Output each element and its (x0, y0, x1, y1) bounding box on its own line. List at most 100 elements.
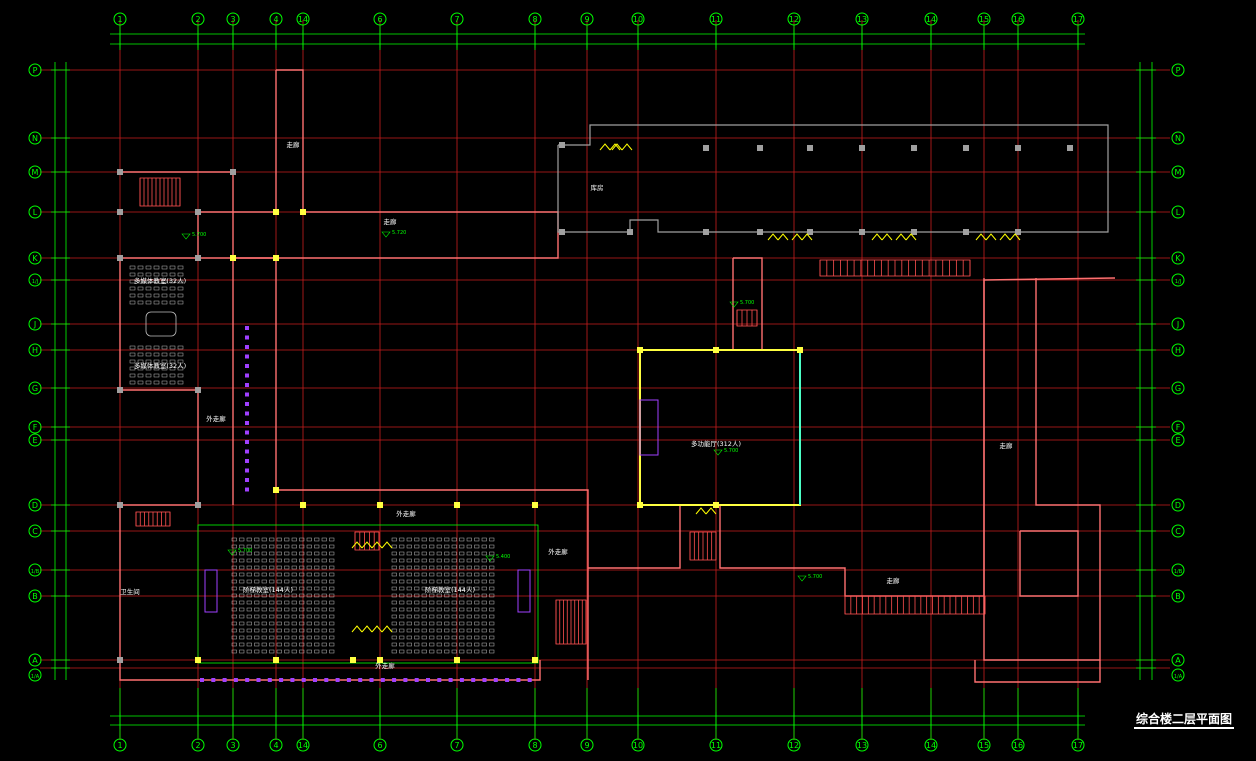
seating-left-hall-seat (299, 635, 305, 640)
seating-right-hall-seat (444, 565, 450, 570)
west-corridor-mullion (245, 487, 249, 492)
elevation-label-6: 5.400 (496, 554, 510, 560)
axis-bubble-bottom-7-label: 8 (532, 741, 537, 750)
seating-classroom-south-seat (137, 352, 144, 357)
seating-classroom-north-seat (177, 300, 184, 305)
seating-right-hall-seat (436, 593, 442, 598)
column-17 (797, 347, 803, 353)
west-corridor-mullion (245, 411, 249, 416)
axis-bubble-right-9-ring (1171, 420, 1185, 434)
seating-left-hall-seat (231, 572, 237, 577)
axis-bubble-left-14-ring (28, 589, 42, 603)
seating-classroom-south-seat (129, 345, 136, 350)
axis-bubble-left-0-ring (28, 63, 42, 77)
seating-left-hall-seat (254, 649, 260, 654)
seating-left-hall-seat (231, 607, 237, 612)
axis-bubble-left-5-ring (28, 273, 42, 287)
seating-left-hall-seat (269, 558, 275, 563)
seating-right-hall-seat (406, 537, 412, 542)
axis-bubble-bottom-1-label: 2 (195, 741, 200, 750)
door-0 (767, 233, 789, 241)
seating-classroom-south-seat (161, 352, 168, 357)
seating-right-hall-seat (474, 635, 480, 640)
room-label-classroom-north: 多媒体教室(32人) (134, 276, 186, 285)
door-9 (371, 541, 393, 549)
seating-left-hall-seat (284, 572, 290, 577)
seating-right-hall-seat (414, 586, 420, 591)
column-35 (911, 229, 917, 235)
axis-bubble-bottom-13-ring (924, 738, 938, 752)
seating-left-hall-seat (254, 642, 260, 647)
seating-right-hall-seat (436, 621, 442, 626)
axis-bubble-right-0-label: P (1176, 66, 1181, 75)
seating-right-hall-seat (451, 586, 457, 591)
axis-bubble-left-5-label: 1/J (32, 279, 38, 285)
seating-right-hall (391, 537, 495, 654)
axis-bubble-bottom-2: 3 (226, 738, 240, 752)
seating-left-hall-seat (299, 649, 305, 654)
seating-left-hall-seat (254, 537, 260, 542)
seating-classroom-north-seat (161, 300, 168, 305)
seating-classroom-south-seat (137, 380, 144, 385)
seating-left-hall-seat (329, 551, 335, 556)
curtain-wall-mullion (279, 678, 284, 682)
seating-right-hall-seat (436, 558, 442, 563)
seating-classroom-south (129, 345, 184, 385)
seating-right-hall-seat (444, 537, 450, 542)
axis-bubble-top-15-ring (1011, 12, 1025, 26)
seating-left-hall-seat (321, 544, 327, 549)
elevation-marker-0 (181, 233, 191, 240)
seating-right-hall-seat (414, 558, 420, 563)
axis-bubble-left-7: H (28, 343, 42, 357)
seating-left-hall-seat (254, 635, 260, 640)
seating-right-hall-seat (391, 579, 397, 584)
seating-classroom-north-seat (129, 300, 136, 305)
seating-left-hall-seat (231, 635, 237, 640)
column-14 (532, 657, 538, 663)
axis-bubble-bottom-8-label: 9 (584, 741, 589, 750)
axis-bubble-bottom-3-ring (269, 738, 283, 752)
axis-bubble-bottom-8-ring (580, 738, 594, 752)
axis-bubble-bottom-6-label: 7 (454, 741, 459, 750)
seating-right-hall-seat (451, 607, 457, 612)
column-9 (195, 657, 201, 663)
axis-bubble-left-2-label: M (32, 168, 39, 177)
seating-left-hall-seat (261, 600, 267, 605)
seating-classroom-north-seat (169, 286, 176, 291)
west-corridor-mullion (245, 326, 249, 330)
stair-southwest (135, 511, 171, 527)
axis-bubble-left-15: A (28, 653, 42, 667)
seating-classroom-north-seat (137, 279, 144, 284)
seating-left-hall-seat (269, 642, 275, 647)
axis-bubble-bottom-15: 16 (1011, 738, 1025, 752)
seating-right-hall-seat (481, 621, 487, 626)
seating-right-hall-seat (459, 628, 465, 633)
west-corridor-mullion (245, 430, 249, 435)
seating-right-hall-seat (421, 593, 427, 598)
axis-bubble-top-16-label: 17 (1073, 15, 1083, 24)
seating-right-hall-seat (489, 544, 495, 549)
axis-bubble-left-6: J (28, 317, 42, 331)
seating-right-hall-seat (429, 565, 435, 570)
seating-right-hall-seat (459, 614, 465, 619)
seating-left-hall-seat (299, 565, 305, 570)
seating-classroom-south-seat (129, 352, 136, 357)
seating-right-hall-seat (421, 565, 427, 570)
axis-bubble-left-1: N (28, 131, 42, 145)
seating-classroom-north-seat (153, 293, 160, 298)
seating-right-hall-seat (429, 635, 435, 640)
axis-bubble-bottom-12-label: 13 (857, 741, 867, 750)
seating-right-hall-seat (436, 544, 442, 549)
axis-bubble-left-7-ring (28, 343, 42, 357)
axis-bubble-right-2-label: M (1175, 168, 1182, 177)
seating-right-hall-seat (406, 586, 412, 591)
west-corridor-mullion (245, 345, 249, 349)
seating-left-hall-seat (284, 558, 290, 563)
seating-right-hall-seat (391, 537, 397, 542)
seating-left-hall-seat (291, 600, 297, 605)
seating-left-hall-seat (231, 600, 237, 605)
axis-bubble-top-1-ring (191, 12, 205, 26)
column-6 (377, 502, 383, 508)
door-7 (371, 625, 393, 633)
